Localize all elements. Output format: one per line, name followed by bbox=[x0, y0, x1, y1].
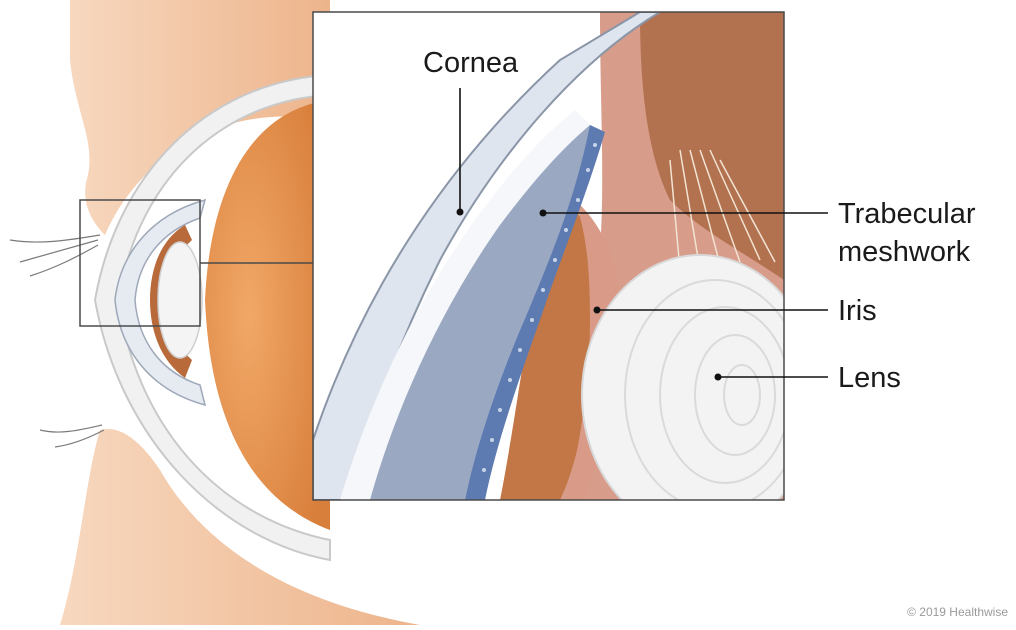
inset-magnified-view bbox=[313, 12, 818, 535]
trabecular-label-line1: Trabecular bbox=[838, 198, 976, 230]
trabecular-dot bbox=[540, 210, 547, 217]
cornea-dot bbox=[457, 209, 464, 216]
trabecular-label-line2: meshwork bbox=[838, 236, 970, 268]
eyelashes bbox=[10, 235, 104, 447]
iris-dot bbox=[594, 307, 601, 314]
lens-dot bbox=[715, 374, 722, 381]
copyright-text: © 2019 Healthwise bbox=[907, 605, 1008, 619]
eye-globe bbox=[205, 100, 330, 530]
lens-small bbox=[158, 242, 202, 358]
cornea-label: Cornea bbox=[423, 47, 518, 79]
iris-label: Iris bbox=[838, 295, 877, 327]
lens-large bbox=[582, 255, 818, 535]
lens-label: Lens bbox=[838, 362, 901, 394]
